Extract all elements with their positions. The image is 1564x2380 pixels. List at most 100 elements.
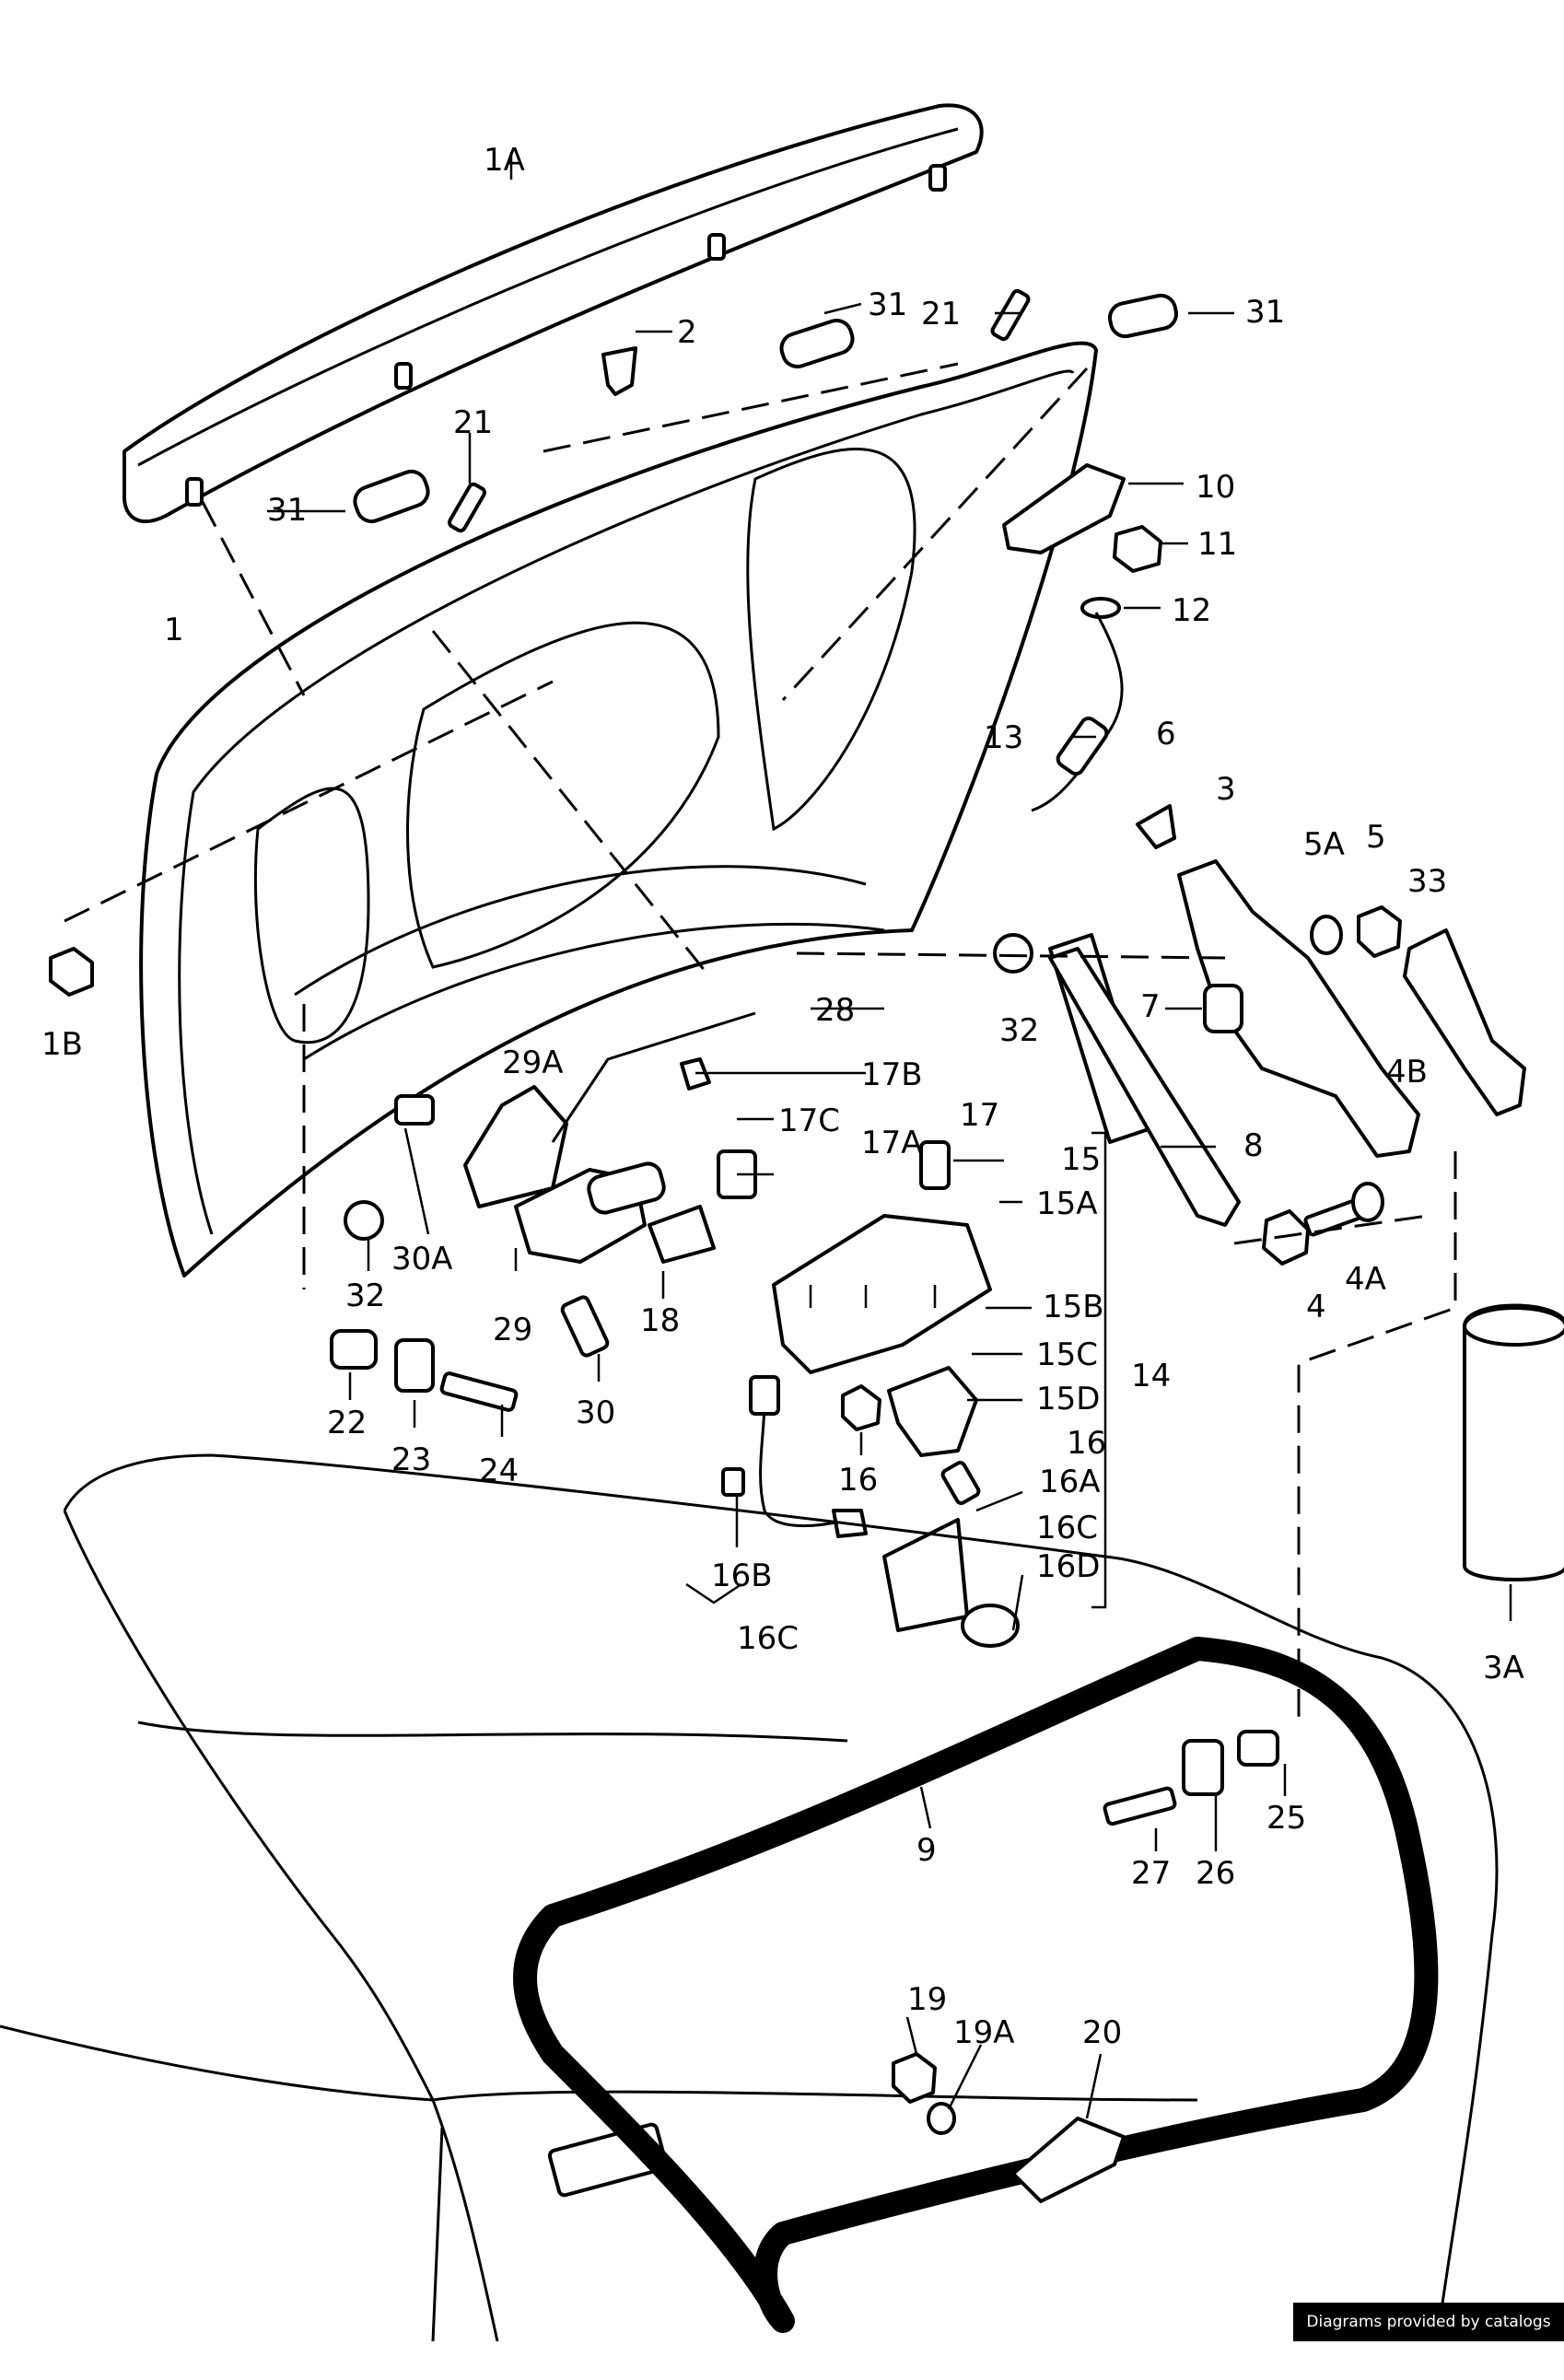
bump-stop-31a — [353, 469, 430, 524]
label-29A: 29A — [502, 1044, 564, 1081]
label-11: 11 — [1197, 526, 1237, 563]
label-27: 27 — [1131, 1855, 1171, 1892]
label-33: 33 — [1407, 863, 1447, 900]
label-16C-right: 16C — [1036, 1510, 1098, 1546]
cable-17 — [680, 1057, 757, 1199]
label-16: 16 — [1067, 1425, 1106, 1462]
label-4A: 4A — [1345, 1261, 1386, 1298]
car-body-rear — [0, 1453, 1499, 2341]
label-8: 8 — [1243, 1127, 1264, 1164]
cap-32a — [344, 1200, 384, 1241]
cable-13 — [1031, 612, 1124, 812]
label-18: 18 — [640, 1302, 680, 1339]
label-15D: 15D — [1036, 1381, 1100, 1418]
pin-7 — [1203, 984, 1243, 1033]
label-13: 13 — [984, 719, 1023, 756]
label-30: 30 — [576, 1394, 615, 1431]
nut-5 — [1357, 905, 1402, 958]
label-17B: 17B — [861, 1056, 923, 1093]
nut-11 — [1113, 525, 1162, 573]
striker-20 — [1011, 2117, 1126, 2203]
label-19: 19 — [907, 1981, 947, 2018]
label-3: 3 — [1216, 771, 1236, 808]
footer-badge: Diagrams provided by catalogs parts — [1293, 2303, 1564, 2370]
label-32-right: 32 — [999, 1012, 1039, 1049]
label-1A: 1A — [484, 142, 525, 179]
label-17A: 17A — [861, 1125, 923, 1161]
bolt-24 — [439, 1371, 519, 1412]
seal-9 — [513, 1637, 1439, 2333]
label-17C: 17C — [778, 1102, 840, 1139]
rod-28 — [551, 1011, 756, 1143]
label-25: 25 — [1266, 1800, 1306, 1837]
washer-4A — [1351, 1182, 1384, 1222]
washer-5A — [1310, 915, 1343, 955]
cap-32b — [993, 933, 1033, 974]
spoiler-studs — [185, 164, 947, 507]
label-22: 22 — [327, 1405, 367, 1441]
label-15A: 15A — [1036, 1185, 1098, 1222]
buffer-23 — [394, 1338, 435, 1393]
label-3A: 3A — [1483, 1650, 1524, 1686]
bushing-22 — [330, 1329, 378, 1370]
label-9: 9 — [916, 1832, 937, 1869]
leader-lines — [64, 152, 1512, 2119]
label-5: 5 — [1366, 819, 1386, 856]
fastener-2 — [601, 346, 637, 396]
label-26: 26 — [1196, 1855, 1235, 1892]
clip-6 — [1136, 804, 1176, 849]
label-32-left: 32 — [345, 1278, 385, 1314]
label-7: 7 — [1140, 988, 1161, 1025]
label-10: 10 — [1196, 469, 1235, 506]
stud-21a — [448, 482, 486, 533]
label-16A: 16A — [1039, 1464, 1101, 1500]
bolt-15D — [940, 1461, 981, 1505]
lock-housing-14 — [772, 1214, 992, 1374]
clip-18 — [648, 1205, 716, 1264]
bolt-27 — [1103, 1786, 1177, 1826]
label-14: 14 — [1131, 1358, 1171, 1394]
label-17: 17 — [960, 1097, 999, 1134]
label-31-right: 31 — [1245, 294, 1285, 331]
label-21-right: 21 — [921, 296, 961, 332]
clip-12 — [1080, 597, 1121, 619]
part-labels: 1 1A 1B 2 3 3A 4 4A 4B 5 5A 6 7 8 9 10 1… — [41, 142, 1524, 2051]
cable-tie-16D — [961, 1604, 1020, 1648]
spoiler-1A — [123, 103, 984, 523]
hinge-10 — [1002, 463, 1126, 554]
label-21-left: 21 — [453, 404, 493, 441]
aerosol-can-3A — [1463, 1303, 1564, 1581]
bump-stop-31b — [779, 318, 855, 369]
motor-15C — [887, 1366, 978, 1457]
label-31-left: 31 — [267, 492, 307, 529]
nut-1B — [49, 947, 94, 997]
label-16D: 16D — [1036, 1548, 1100, 1585]
bracket-33 — [1403, 928, 1526, 1116]
label-19A: 19A — [953, 2014, 1015, 2051]
bushing-25 — [1237, 1730, 1279, 1767]
plate-29A — [463, 1085, 568, 1208]
label-6: 6 — [1156, 716, 1176, 752]
label-16B: 16B — [711, 1558, 773, 1594]
label-29: 29 — [493, 1312, 532, 1348]
label-24: 24 — [479, 1452, 519, 1489]
label-16C-bottom: 16C — [737, 1620, 799, 1657]
label-30A: 30A — [391, 1241, 453, 1278]
washer-19A — [927, 2102, 956, 2135]
bolt-4 — [1262, 1198, 1364, 1266]
label-12: 12 — [1172, 592, 1211, 629]
switch-15 — [919, 1140, 951, 1190]
label-2: 2 — [677, 314, 697, 351]
label-1: 1 — [164, 612, 184, 648]
label-31-middle: 31 — [868, 286, 907, 323]
label-28: 28 — [815, 992, 855, 1029]
label-20: 20 — [1082, 2014, 1122, 2051]
label-16-lock: 16 — [838, 1462, 878, 1499]
bolt-30 — [560, 1295, 610, 1358]
stud-21b — [990, 288, 1031, 342]
label-4B: 4B — [1386, 1054, 1428, 1091]
label-1B: 1B — [41, 1026, 83, 1063]
buffer-26 — [1182, 1739, 1224, 1796]
label-15: 15 — [1061, 1141, 1101, 1178]
